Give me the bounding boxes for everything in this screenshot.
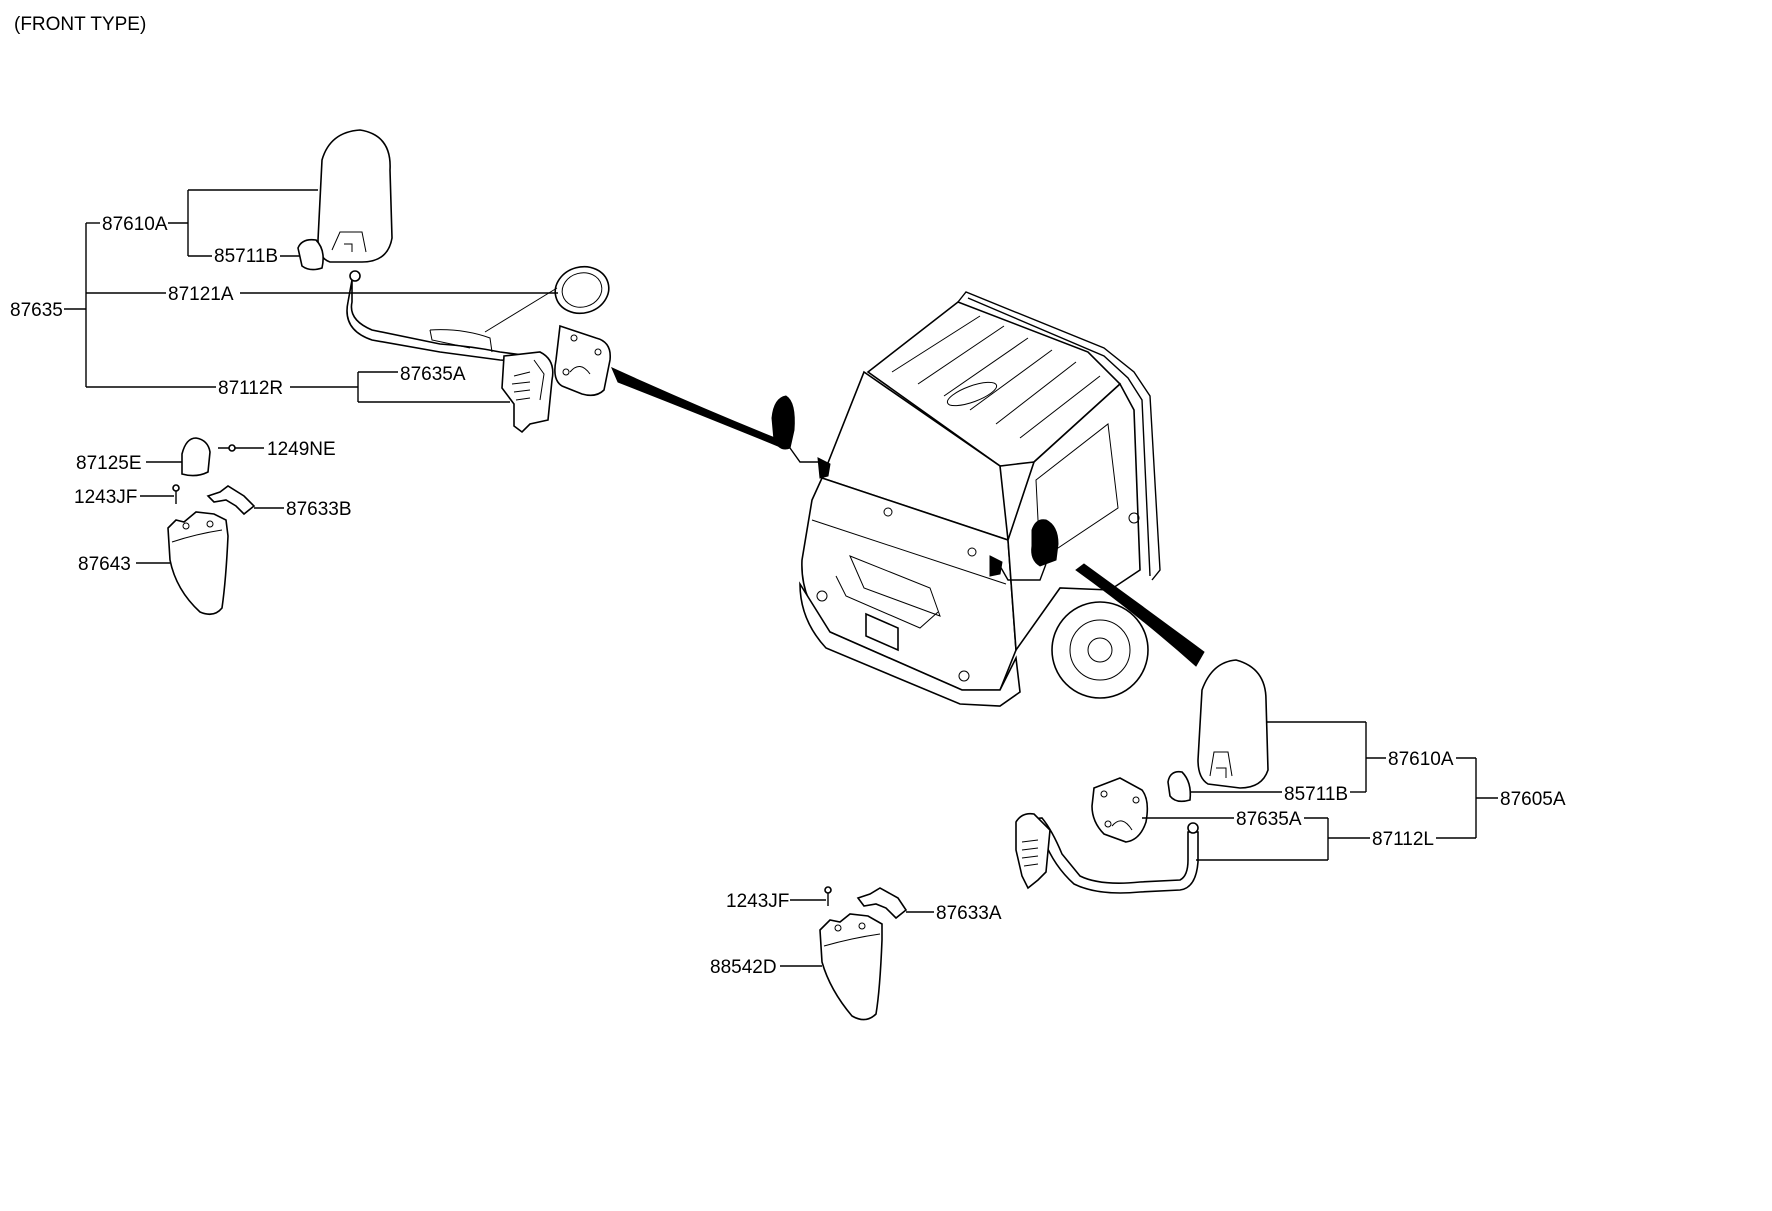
left-bracket	[206, 485, 256, 516]
label-right-cover: 88542D	[710, 957, 777, 978]
truck-cab-illustration	[611, 291, 1205, 707]
left-stay-arm	[346, 270, 531, 363]
left-base-plate	[554, 324, 612, 397]
right-mirror-glass	[1167, 770, 1192, 803]
left-pivot-hinge	[501, 351, 554, 434]
left-labels: 87635 87610A 85711B 87121A 87112R 87635A…	[10, 214, 466, 575]
label-right-mirror-head: 87610A	[1388, 749, 1454, 770]
left-convex-mirror	[484, 265, 610, 333]
label-left-stay-bracket: 87112R	[218, 378, 283, 399]
label-left-base-plate: 87635A	[400, 364, 466, 385]
label-left-assembly: 87635	[10, 300, 63, 321]
right-stay-arm	[1018, 817, 1199, 894]
label-left-bracket: 87633B	[286, 499, 352, 520]
left-cover	[167, 511, 229, 616]
left-bolt	[172, 484, 180, 504]
right-callout-lines	[780, 721, 1498, 967]
right-pivot-hinge	[1015, 812, 1051, 890]
left-cap	[181, 437, 211, 477]
label-right-bolt: 1243JF	[726, 891, 789, 912]
label-left-mirror-glass: 85711B	[214, 246, 278, 267]
left-cap-screw	[218, 444, 236, 452]
left-mirror-head	[317, 129, 393, 263]
right-labels: 87610A 85711B 87605A 87635A 87112L 1243J…	[710, 749, 1566, 978]
label-left-cover: 87643	[78, 554, 131, 575]
label-left-cap: 87125E	[76, 453, 142, 474]
right-base-plate	[1091, 777, 1149, 843]
label-left-convex-mirror: 87121A	[168, 284, 234, 305]
label-right-stay-bracket: 87112L	[1372, 829, 1434, 850]
right-cover	[819, 913, 883, 1021]
right-bolt	[824, 886, 832, 906]
left-callout-lines	[64, 189, 558, 564]
label-left-bolt: 1243JF	[74, 487, 137, 508]
label-right-assembly: 87605A	[1500, 789, 1566, 810]
right-bracket	[856, 887, 908, 920]
label-right-base-plate: 87635A	[1236, 809, 1302, 830]
label-right-bracket: 87633A	[936, 903, 1002, 924]
left-mirror-glass	[297, 238, 324, 271]
label-right-mirror-glass: 85711B	[1284, 784, 1348, 805]
label-left-mirror-head: 87610A	[102, 214, 168, 235]
diagram-title: (FRONT TYPE)	[14, 14, 146, 35]
right-mirror-head	[1197, 659, 1269, 789]
label-left-cap-screw: 1249NE	[267, 439, 336, 460]
